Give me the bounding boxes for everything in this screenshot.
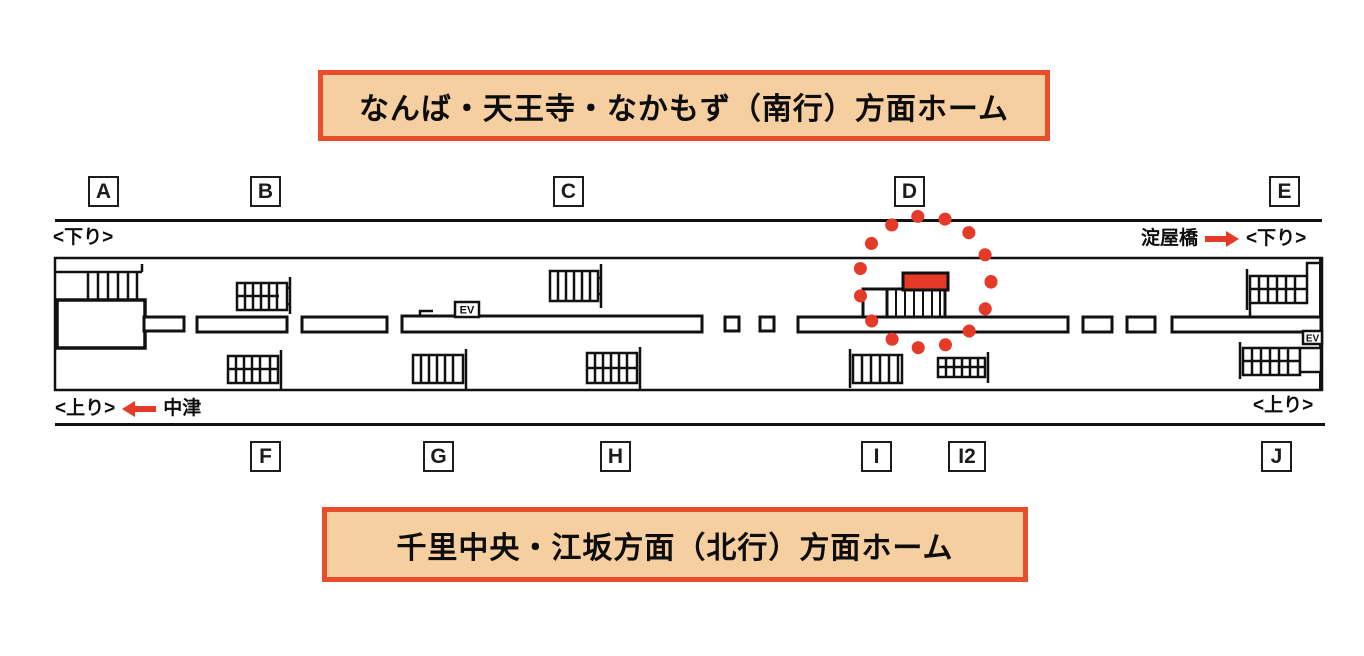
platform-marker-i2: I2 <box>948 441 986 472</box>
platform-spine-segment <box>400 314 704 334</box>
stairs-icon-d <box>861 287 947 319</box>
stairs-icon-j-lower <box>1238 342 1323 379</box>
highlight-dotted-circle <box>852 209 998 355</box>
platform-marker-f: F <box>250 441 281 472</box>
pillar-square <box>758 315 776 333</box>
platform-marker-c: C <box>553 176 584 207</box>
platform-spine-segment <box>1125 315 1157 334</box>
platform-marker-g: G <box>423 441 454 472</box>
right-arrow-icon <box>1205 230 1240 247</box>
stairs-icon-f-lower <box>226 350 283 389</box>
platform-spine-segment <box>1170 315 1323 334</box>
spine-step-notch <box>418 309 433 316</box>
highlighted-sign <box>901 271 950 292</box>
stairs-icon-h-lower <box>585 347 642 389</box>
direction-label-top-right: 淀屋橋 <下り> <box>1141 229 1306 248</box>
lower-track-wall-line <box>55 423 1325 426</box>
platform-marker-h: H <box>600 441 631 472</box>
elevator-label: EV <box>460 305 475 317</box>
northbound-platform-banner-label: 千里中央・江坂方面（北行）方面ホーム <box>396 531 954 565</box>
northbound-platform-banner: 千里中央・江坂方面（北行）方面ホーム <box>322 507 1028 582</box>
stairs-icon-a <box>56 264 144 300</box>
upper-track-wall-line <box>55 219 1322 222</box>
platform-spine-segment <box>1081 315 1114 334</box>
nakatsu-station-text: 中津 <box>163 398 202 419</box>
platform-marker-d: D <box>894 176 925 207</box>
pillar-square <box>723 315 741 333</box>
direction-label-bottom-right: <上り> <box>1253 396 1313 415</box>
up-direction-text: <上り> <box>55 398 116 419</box>
platform-marker-i: I <box>861 441 892 472</box>
direction-label-bottom-left: <上り> 中津 <box>55 399 201 418</box>
platform-marker-e: E <box>1269 176 1300 207</box>
platform-marker-b: B <box>250 176 281 207</box>
stairs-icon-b-upper <box>235 277 292 314</box>
elevator-label: EV <box>1306 334 1320 345</box>
down-direction-text: <下り> <box>53 227 114 248</box>
platform-marker-j: J <box>1261 441 1292 472</box>
down-direction-text: <下り> <box>1246 228 1307 249</box>
left-concourse-room <box>55 298 147 350</box>
platform-spine-segment <box>195 315 289 334</box>
platform-spine-arm <box>142 315 186 333</box>
stairs-icon-i-lower <box>848 349 904 388</box>
direction-label-top-left: <下り> <box>53 228 113 247</box>
stairs-icon-c-upper <box>548 264 603 308</box>
southbound-platform-banner: なんば・天王寺・なかもず（南行）方面ホーム <box>318 70 1050 141</box>
escalator-icon-i2-lower <box>936 352 990 383</box>
platform-spine-segment <box>300 315 389 334</box>
yodoyabashi-station-text: 淀屋橋 <box>1141 228 1199 249</box>
up-direction-text: <上り> <box>1253 395 1314 416</box>
elevator-box <box>1301 329 1324 346</box>
platform-marker-a: A <box>88 176 119 207</box>
left-arrow-icon <box>122 400 157 417</box>
southbound-platform-banner-label: なんば・天王寺・なかもず（南行）方面ホーム <box>358 92 1010 126</box>
elevator-box <box>453 300 481 319</box>
stairs-icon-e-upper <box>1245 261 1321 317</box>
platform-spine-segment <box>796 315 1070 334</box>
stairs-icon-g-lower <box>411 349 468 389</box>
